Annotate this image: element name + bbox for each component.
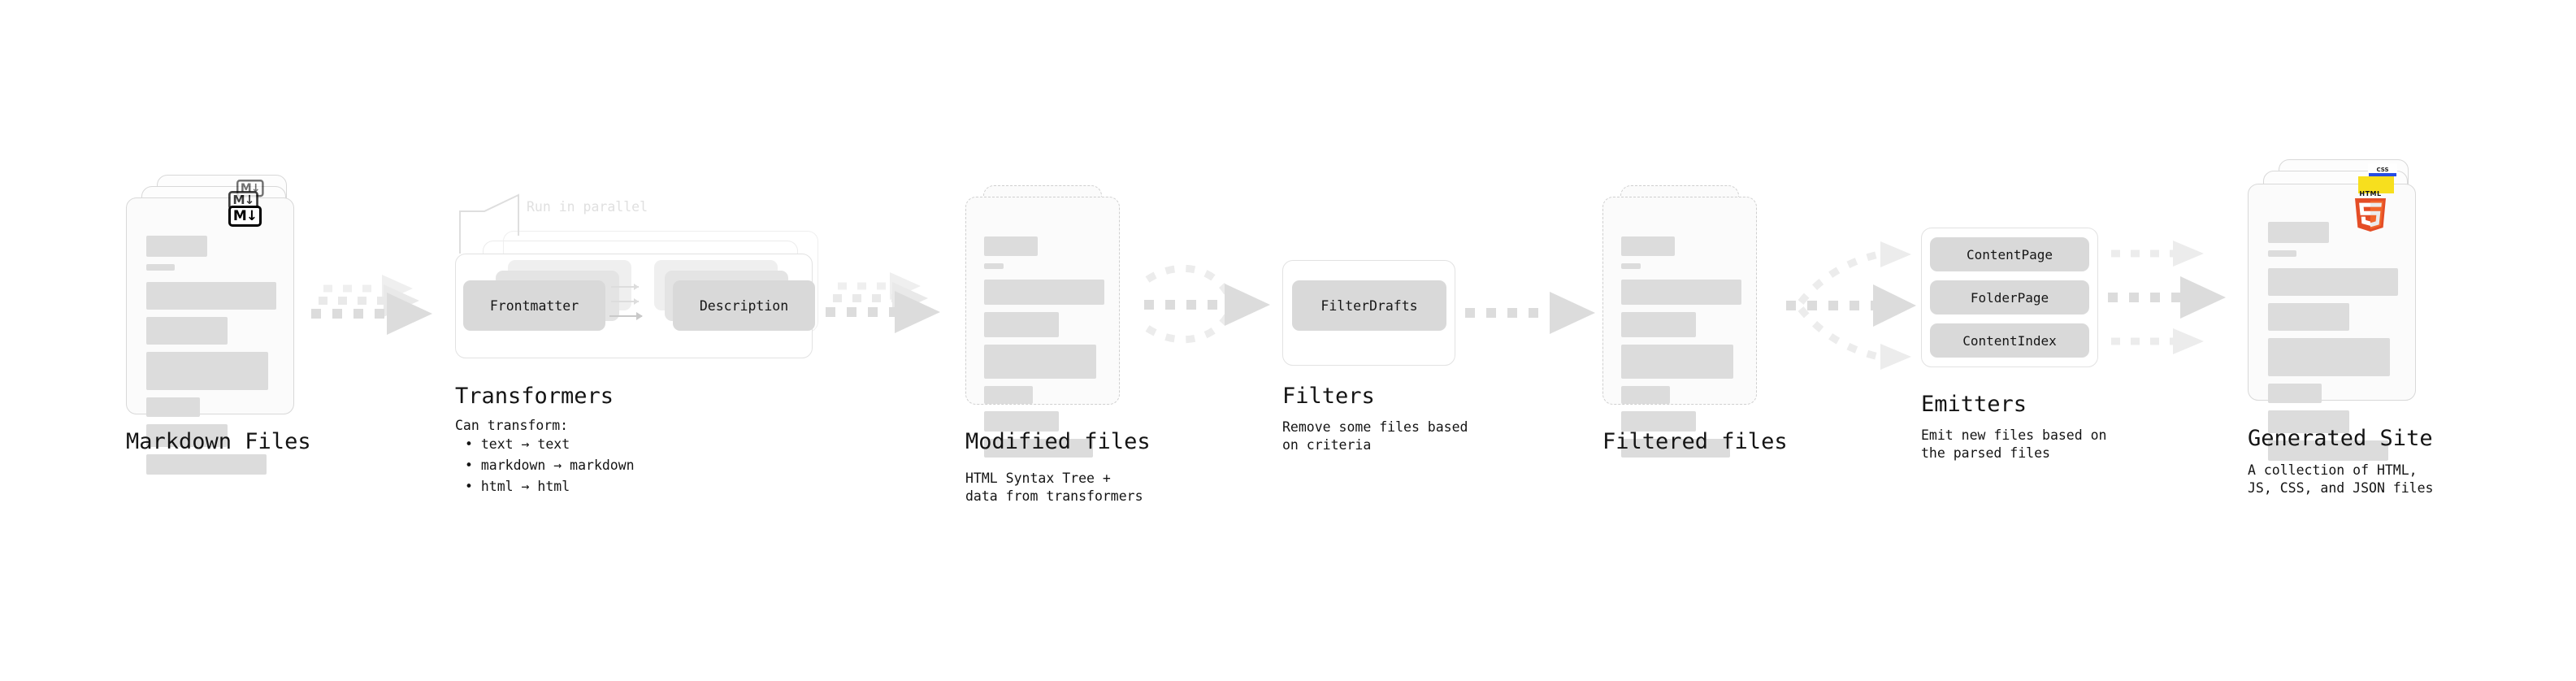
- content-bar: [1621, 386, 1670, 404]
- connector-filters-to-filtered: [1465, 292, 1595, 334]
- markdown-badge-arrow: ↓: [244, 193, 255, 208]
- filtered-files-stack: [1602, 185, 1777, 458]
- emitters-description: Emit new files based on the parsed files: [1921, 427, 2107, 461]
- emitter-chip-folderpage[interactable]: FolderPage: [1930, 280, 2089, 314]
- html5-badge: HTML: [2353, 190, 2387, 232]
- content-bar: [1621, 439, 1730, 458]
- content-bar: [2268, 338, 2390, 376]
- markdown-badge-text: M: [232, 207, 247, 224]
- emitter-chip-contentindex[interactable]: ContentIndex: [1930, 323, 2089, 358]
- js-badge: [2358, 176, 2394, 193]
- content-bar: [2268, 440, 2388, 461]
- content-bar: [984, 386, 1033, 404]
- content-bar: [146, 397, 200, 417]
- markdown-sheet-front: [126, 197, 294, 475]
- connector-modified-to-filters: [1144, 264, 1270, 344]
- transformer-chip-description[interactable]: Description: [673, 280, 815, 331]
- filtered-bar-list: [1621, 236, 1741, 465]
- markdown-files-title: Markdown Files: [126, 429, 311, 454]
- content-bar: [1621, 345, 1733, 379]
- content-bar: [1621, 312, 1696, 337]
- run-in-parallel-annotation: Run in parallel: [527, 199, 648, 215]
- transformers-bullet: • markdown → markdown: [465, 458, 635, 473]
- content-bar: [146, 317, 228, 345]
- content-bar: [2268, 410, 2349, 433]
- content-bar: [1621, 280, 1741, 305]
- emitters-title: Emitters: [1921, 392, 2027, 417]
- modified-bar-list: [984, 236, 1104, 465]
- connector-emitters-to-site: [2108, 241, 2226, 354]
- content-bar: [1621, 411, 1696, 432]
- content-bar: [146, 352, 268, 390]
- markdown-bar-list: [146, 236, 276, 482]
- content-bar: [984, 236, 1038, 256]
- content-bar: [984, 263, 1004, 269]
- filtered-files-title: Filtered files: [1602, 429, 1788, 454]
- content-bar: [146, 236, 207, 257]
- markdown-badge-text: M: [232, 193, 245, 208]
- content-bar: [1621, 263, 1641, 269]
- transformer-chip-frontmatter[interactable]: Frontmatter: [463, 280, 605, 331]
- content-bar: [1621, 236, 1675, 256]
- transformers-title: Transformers: [455, 384, 614, 409]
- css-badge-label: CSS: [2376, 167, 2389, 173]
- modified-sheet-front: [965, 197, 1120, 458]
- content-bar: [984, 439, 1093, 458]
- generated-site-stack: CSS HTML: [2248, 159, 2422, 461]
- site-bar-list: [2268, 222, 2398, 468]
- content-bar: [146, 264, 175, 271]
- generated-site-title: Generated Site: [2248, 426, 2433, 451]
- content-bar: [2268, 268, 2398, 296]
- content-bar: [984, 280, 1104, 305]
- markdown-badge-arrow: ↓: [250, 181, 261, 195]
- content-bar: [984, 312, 1059, 337]
- content-bar: [2268, 222, 2329, 243]
- css-badge-bar: [2369, 173, 2396, 176]
- content-bar: [2268, 303, 2349, 331]
- content-bar: [984, 345, 1096, 379]
- modified-files-description: HTML Syntax Tree + data from transformer…: [965, 471, 1143, 504]
- emitter-chip-contentpage[interactable]: ContentPage: [1930, 237, 2089, 271]
- markdown-badge-arrow: ↓: [245, 207, 258, 224]
- connector-markdown-to-transformers: [311, 275, 432, 335]
- transformers-description: Can transform:: [455, 418, 569, 433]
- filtered-sheet-front: [1602, 197, 1757, 458]
- transformers-bullet: • html → html: [465, 479, 570, 494]
- site-sheet-front: [2248, 184, 2416, 461]
- connector-filtered-to-emitters: [1786, 241, 1916, 370]
- modified-files-stack: [965, 185, 1140, 458]
- filter-chip-filterdrafts[interactable]: FilterDrafts: [1292, 280, 1446, 331]
- filters-description: Remove some files based on criteria: [1282, 419, 1468, 453]
- transformers-bullet: • text → text: [465, 436, 570, 452]
- css-badge: CSS: [2368, 163, 2397, 176]
- filters-title: Filters: [1282, 384, 1375, 409]
- html5-badge-label: HTML: [2359, 190, 2382, 197]
- content-bar: [146, 454, 267, 475]
- connector-transformers-to-modified: [826, 272, 940, 333]
- markdown-files-stack: M↓ M↓ M↓: [126, 175, 301, 475]
- content-bar: [146, 282, 276, 310]
- markdown-badge: M↓: [228, 206, 262, 227]
- content-bar: [146, 424, 228, 447]
- content-bar: [2268, 250, 2296, 257]
- markdown-badge-text: M: [240, 181, 252, 195]
- content-bar: [2268, 384, 2322, 403]
- content-bar: [984, 411, 1059, 432]
- generated-site-description: A collection of HTML, JS, CSS, and JSON …: [2248, 462, 2434, 496]
- modified-files-title: Modified files: [965, 429, 1151, 454]
